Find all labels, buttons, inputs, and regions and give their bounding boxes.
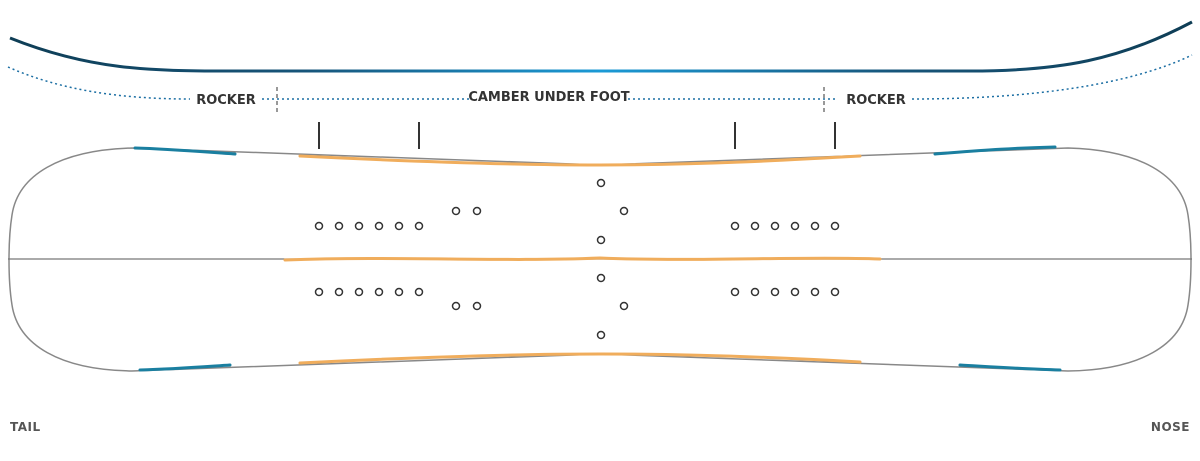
insert-hole <box>354 287 364 297</box>
insert-hole <box>770 287 780 297</box>
insert-hole <box>451 301 461 311</box>
insert-hole <box>374 221 384 231</box>
insert-hole <box>750 287 760 297</box>
camber-label: CAMBER UNDER FOOT <box>468 90 629 105</box>
insert-hole <box>750 221 760 231</box>
insert-hole <box>314 287 324 297</box>
rocker-nose-label: ROCKER <box>846 93 906 108</box>
tail-label: TAIL <box>10 420 41 434</box>
insert-hole <box>472 301 482 311</box>
insert-hole <box>596 235 606 245</box>
insert-hole <box>810 221 820 231</box>
insert-hole <box>730 221 740 231</box>
camber-edge-top <box>298 154 862 167</box>
rocker-edge-tail-bottom <box>138 363 232 372</box>
insert-hole <box>790 287 800 297</box>
rocker-edge-nose-top <box>933 145 1057 156</box>
insert-pattern <box>314 178 840 340</box>
rocker-tail-label: ROCKER <box>196 93 256 108</box>
insert-hole <box>619 206 629 216</box>
insert-hole <box>314 221 324 231</box>
insert-hole <box>472 206 482 216</box>
insert-hole <box>354 221 364 231</box>
insert-hole <box>414 221 424 231</box>
insert-hole <box>414 287 424 297</box>
insert-hole <box>596 178 606 188</box>
insert-hole <box>334 287 344 297</box>
camber-edge-bottom <box>298 352 862 365</box>
insert-hole <box>730 287 740 297</box>
insert-hole <box>374 287 384 297</box>
insert-hole <box>830 221 840 231</box>
insert-hole <box>394 221 404 231</box>
insert-hole <box>596 330 606 340</box>
camber-centerline-accent <box>283 256 882 262</box>
insert-hole <box>830 287 840 297</box>
insert-hole <box>334 221 344 231</box>
insert-hole <box>596 273 606 283</box>
rocker-edge-tail-top <box>133 146 237 156</box>
insert-hole <box>451 206 461 216</box>
profile-line <box>9 20 1193 73</box>
insert-hole <box>770 221 780 231</box>
rocker-edge-nose-bottom <box>958 363 1062 372</box>
insert-hole <box>619 301 629 311</box>
insert-hole <box>790 221 800 231</box>
insert-hole <box>394 287 404 297</box>
insert-hole <box>810 287 820 297</box>
nose-label: NOSE <box>1150 420 1190 434</box>
